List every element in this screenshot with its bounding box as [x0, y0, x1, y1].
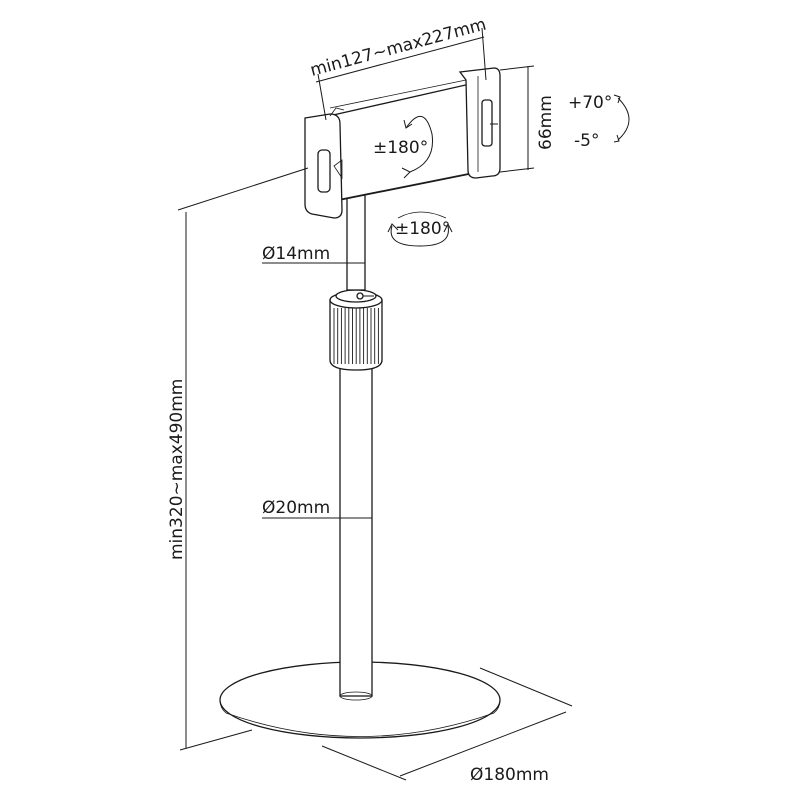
phone-clamp — [304, 67, 501, 219]
clamp-height-label: 66mm — [536, 95, 556, 150]
clamp-height-dimension: 66mm — [499, 65, 556, 173]
holder-rotation-indicator: ±180° — [373, 116, 434, 179]
width-range-label: min127~max227mm — [308, 15, 488, 81]
lower-pole-diameter-dimension: Ø20mm — [262, 498, 372, 519]
upper-pole-diameter-dimension: Ø14mm — [262, 244, 365, 264]
swivel-arrow-icon — [390, 225, 449, 247]
tilt-up-label: +70° — [568, 93, 612, 113]
swivel-rotation-indicator: ±180° — [387, 211, 453, 247]
tilt-indicator: +70° -5° — [568, 93, 630, 151]
holder-rotation-label: ±180° — [373, 138, 428, 158]
tilt-arrow-icon — [617, 97, 630, 141]
rotation-arrow-icon — [405, 116, 434, 173]
upper-pole — [346, 189, 366, 291]
upper-pole-diameter-label: Ø14mm — [262, 244, 330, 264]
height-lock-collar — [329, 289, 383, 371]
lower-pole-diameter-label: Ø20mm — [262, 498, 330, 518]
base-diameter-dimension: Ø180mm — [321, 667, 573, 785]
tilt-down-label: -5° — [574, 131, 599, 151]
swivel-rotation-label: ±180° — [395, 219, 450, 239]
base-diameter-label: Ø180mm — [470, 765, 549, 785]
height-range-label: min320~max490mm — [167, 379, 187, 560]
collar-knurling — [333, 308, 379, 364]
height-dimension: min320~max490mm — [167, 167, 309, 751]
lower-pole — [339, 367, 373, 701]
